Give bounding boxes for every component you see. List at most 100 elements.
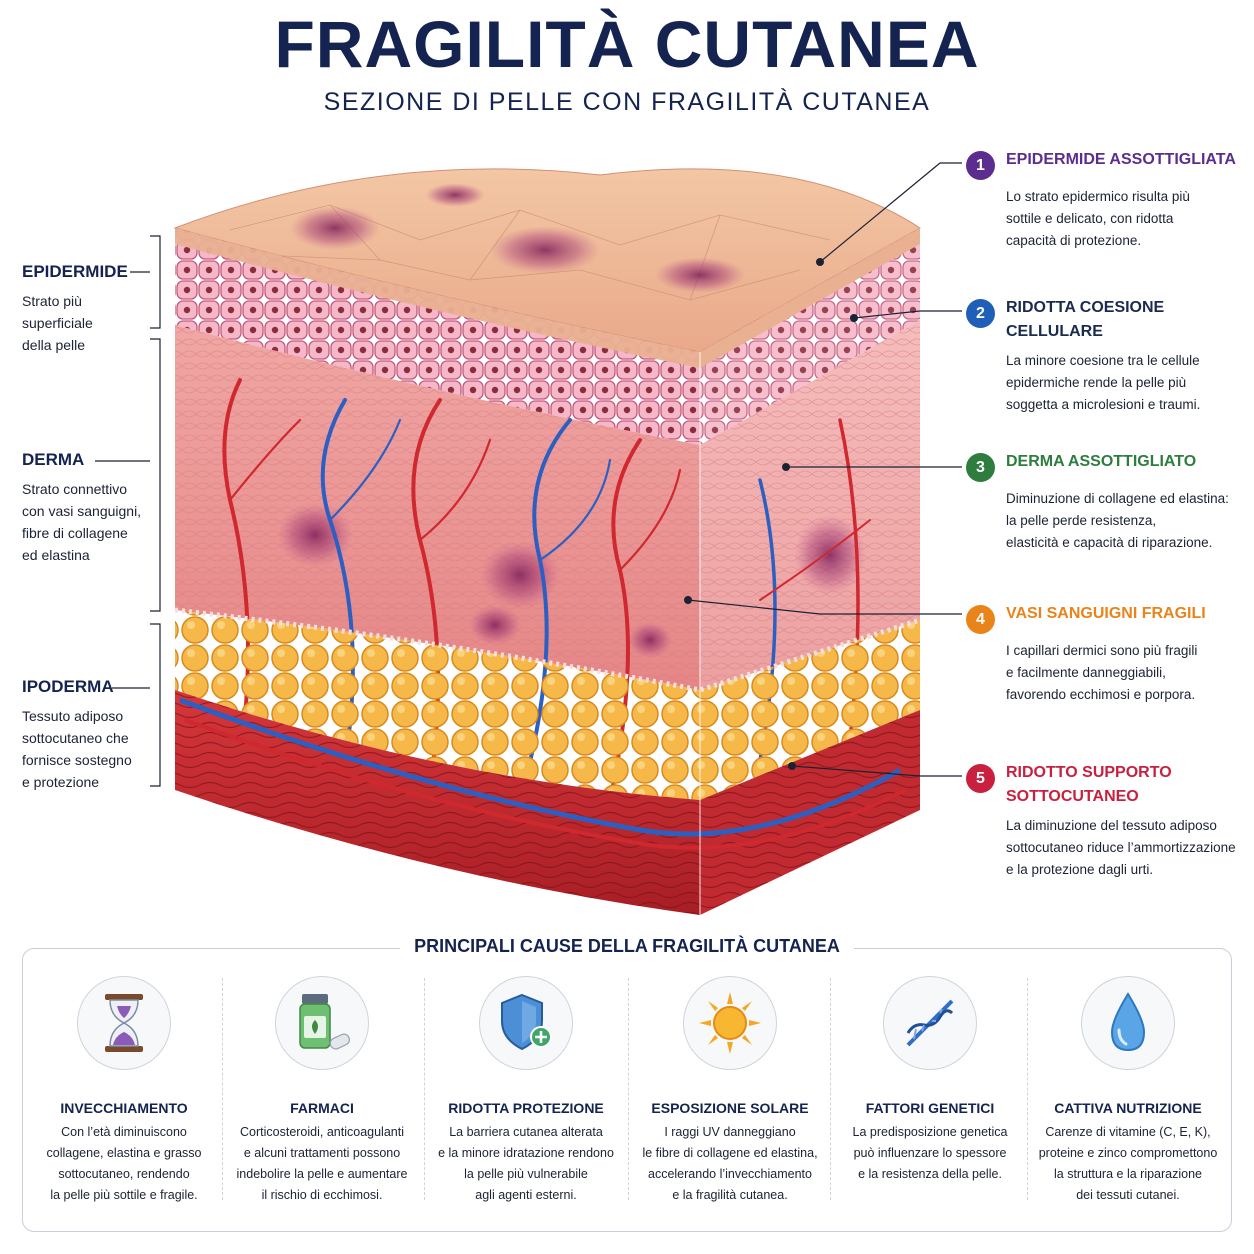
skin-cross-section-illustration [95, 162, 962, 915]
callout-number-badge: 3 [966, 453, 995, 482]
layer-desc-line: con vasi sanguigni, [22, 503, 142, 519]
layer-desc-line: fibre di collagene [22, 525, 128, 541]
page-subtitle: SEZIONE DI PELLE CON FRAGILITÀ CUTANEA [323, 88, 931, 116]
layer-label-derma: DERMA Strato connettivo con vasi sanguig… [22, 450, 157, 566]
layer-desc-line: Strato più [22, 293, 82, 309]
layer-desc-line: della pelle [22, 337, 86, 353]
cause-text: Corticosteroidi, anticoagulanti e alcuni… [222, 1122, 422, 1206]
callout-text-line: La diminuzione del tessuto adiposo [1006, 818, 1217, 833]
layer-title: DERMA [22, 450, 85, 469]
cause-title: CATTIVA NUTRIZIONE [1054, 1100, 1202, 1116]
cause-text-line: le fibre di collagene ed elastina, [642, 1146, 818, 1160]
cause-text-line: può influenzare lo spessore [853, 1146, 1007, 1160]
cause-text-line: e la minore idratazione rendono [438, 1146, 614, 1160]
cause-text: Carenze di vitamine (C, E, K), proteine … [1028, 1122, 1228, 1206]
shield-icon [479, 976, 573, 1070]
callout-title-line: VASI SANGUIGNI FRAGILI [1006, 605, 1206, 622]
sun-icon [683, 976, 777, 1070]
cause-text-line: accelerando l’invecchiamento [648, 1167, 812, 1181]
cause-text-line: dei tessuti cutanei. [1076, 1188, 1180, 1202]
callout-title: VASI SANGUIGNI FRAGILI [1006, 602, 1206, 626]
callout-2: 2 RIDOTTA COESIONE CELLULARE La minore c… [966, 299, 1251, 416]
layer-desc-line: sottocutaneo che [22, 730, 129, 746]
layer-description: Strato più superficiale della pelle [22, 290, 157, 356]
cause-title: RIDOTTA PROTEZIONE [448, 1100, 604, 1116]
callout-title-line: RIDOTTO SUPPORTO [1006, 764, 1172, 781]
cause-text-line: collagene, elastina e grasso [46, 1146, 202, 1160]
callout-title: RIDOTTA COESIONE CELLULARE [1006, 296, 1251, 344]
layer-label-ipoderma: IPODERMA Tessuto adiposo sottocutaneo ch… [22, 677, 157, 793]
medicine-bottle-icon [275, 976, 369, 1070]
cause-invecchiamento: INVECCHIAMENTO Con l’età diminuiscono co… [24, 976, 224, 1206]
callout-title: RIDOTTO SUPPORTO SOTTOCUTANEO [1006, 761, 1172, 809]
layer-description: Strato connettivo con vasi sanguigni, fi… [22, 478, 157, 566]
cause-text: La barriera cutanea alterata e la minore… [426, 1122, 626, 1206]
dna-icon [883, 976, 977, 1070]
column-divider [222, 978, 223, 1200]
callout-title: EPIDERMIDE ASSOTTIGLIATA [1006, 148, 1236, 172]
cause-text-line: Con l’età diminuiscono [61, 1125, 187, 1139]
callout-text-line: Lo strato epidermico risulta più [1006, 189, 1190, 204]
cause-text-line: indebolire la pelle e aumentare [236, 1167, 408, 1181]
water-drop-icon [1081, 976, 1175, 1070]
callout-text-line: I capillari dermici sono più fragili [1006, 643, 1198, 658]
callout-text: La diminuzione del tessuto adiposo sotto… [1006, 815, 1251, 881]
cause-text-line: agli agenti esterni. [475, 1188, 577, 1202]
callout-text-line: elasticità e capacità di riparazione. [1006, 535, 1213, 550]
column-divider [628, 978, 629, 1200]
callout-number-badge: 2 [966, 299, 995, 328]
callout-text-line: La minore coesione tra le cellule [1006, 353, 1200, 368]
callout-text-line: capacità di protezione. [1006, 233, 1142, 248]
cause-title: FARMACI [290, 1100, 354, 1116]
callout-text: Diminuzione di collagene ed elastina: la… [1006, 488, 1251, 554]
cause-text-line: I raggi UV danneggiano [664, 1125, 796, 1139]
cause-ridotta-protezione: RIDOTTA PROTEZIONE La barriera cutanea a… [426, 976, 626, 1206]
cause-title: FATTORI GENETICI [865, 1100, 995, 1116]
callout-title-line: EPIDERMIDE ASSOTTIGLIATA [1006, 151, 1236, 168]
layer-title: EPIDERMIDE [22, 262, 128, 281]
callout-text-line: epidermiche rende la pelle più [1006, 375, 1187, 390]
cause-text-line: sottocutaneo, rendendo [58, 1167, 190, 1181]
callout-number-badge: 1 [966, 151, 995, 180]
layer-description: Tessuto adiposo sottocutaneo che fornisc… [22, 705, 157, 793]
layer-label-epidermide: EPIDERMIDE Strato più superficiale della… [22, 262, 157, 356]
callout-text-line: favorendo ecchimosi e porpora. [1006, 687, 1196, 702]
column-divider [1027, 978, 1028, 1200]
cause-text-line: e alcuni trattamenti possono [243, 1146, 401, 1160]
cause-text: I raggi UV danneggiano le fibre di colla… [630, 1122, 830, 1206]
cause-text-line: proteine e zinco compromettono [1038, 1146, 1218, 1160]
column-divider [830, 978, 831, 1200]
callout-title-line: SOTTOCUTANEO [1006, 788, 1139, 805]
cause-text: La predisposizione genetica può influenz… [830, 1122, 1030, 1185]
layer-desc-line: ed elastina [22, 547, 90, 563]
page-title: FRAGILITÀ CUTANEA [274, 7, 980, 81]
callout-4: 4 VASI SANGUIGNI FRAGILI I capillari der… [966, 605, 1251, 706]
callout-text-line: soggetta a microlesioni e traumi. [1006, 397, 1201, 412]
callout-1: 1 EPIDERMIDE ASSOTTIGLIATA Lo strato epi… [966, 151, 1251, 252]
callout-3: 3 DERMA ASSOTTIGLIATO Diminuzione di col… [966, 453, 1251, 554]
cause-cattiva-nutrizione: CATTIVA NUTRIZIONE Carenze di vitamine (… [1028, 976, 1228, 1206]
callout-title-line: RIDOTTA COESIONE CELLULARE [1006, 299, 1165, 340]
cause-text: Con l’età diminuiscono collagene, elasti… [24, 1122, 224, 1206]
layer-title: IPODERMA [22, 677, 114, 696]
callout-title-line: DERMA ASSOTTIGLIATO [1006, 453, 1197, 470]
cause-text-line: la struttura e la riparazione [1054, 1167, 1202, 1181]
callout-number-badge: 5 [966, 764, 995, 793]
layer-desc-line: superficiale [22, 315, 93, 331]
layer-desc-line: Strato connettivo [22, 481, 128, 497]
callout-text-line: e la protezione dagli urti. [1006, 862, 1154, 877]
callout-text: I capillari dermici sono più fragili e f… [1006, 640, 1251, 706]
cause-text-line: Carenze di vitamine (C, E, K), [1045, 1125, 1211, 1139]
cause-title: INVECCHIAMENTO [60, 1100, 188, 1116]
column-divider [424, 978, 425, 1200]
cause-fattori-genetici: FATTORI GENETICI La predisposizione gene… [830, 976, 1030, 1185]
cause-esposizione-solare: ESPOSIZIONE SOLARE I raggi UV danneggian… [630, 976, 830, 1206]
cause-text-line: Corticosteroidi, anticoagulanti [240, 1125, 404, 1139]
cause-text-line: la pelle più vulnerabile [464, 1167, 588, 1181]
cause-text-line: e la fragilità cutanea. [672, 1188, 788, 1202]
cause-farmaci: FARMACI Corticosteroidi, anticoagulanti … [222, 976, 422, 1206]
layer-desc-line: e protezione [22, 774, 100, 790]
layer-desc-line: fornisce sostegno [22, 752, 132, 768]
cause-text-line: e la resistenza della pelle. [858, 1167, 1002, 1181]
callout-text-line: Diminuzione di collagene ed elastina: [1006, 491, 1229, 506]
